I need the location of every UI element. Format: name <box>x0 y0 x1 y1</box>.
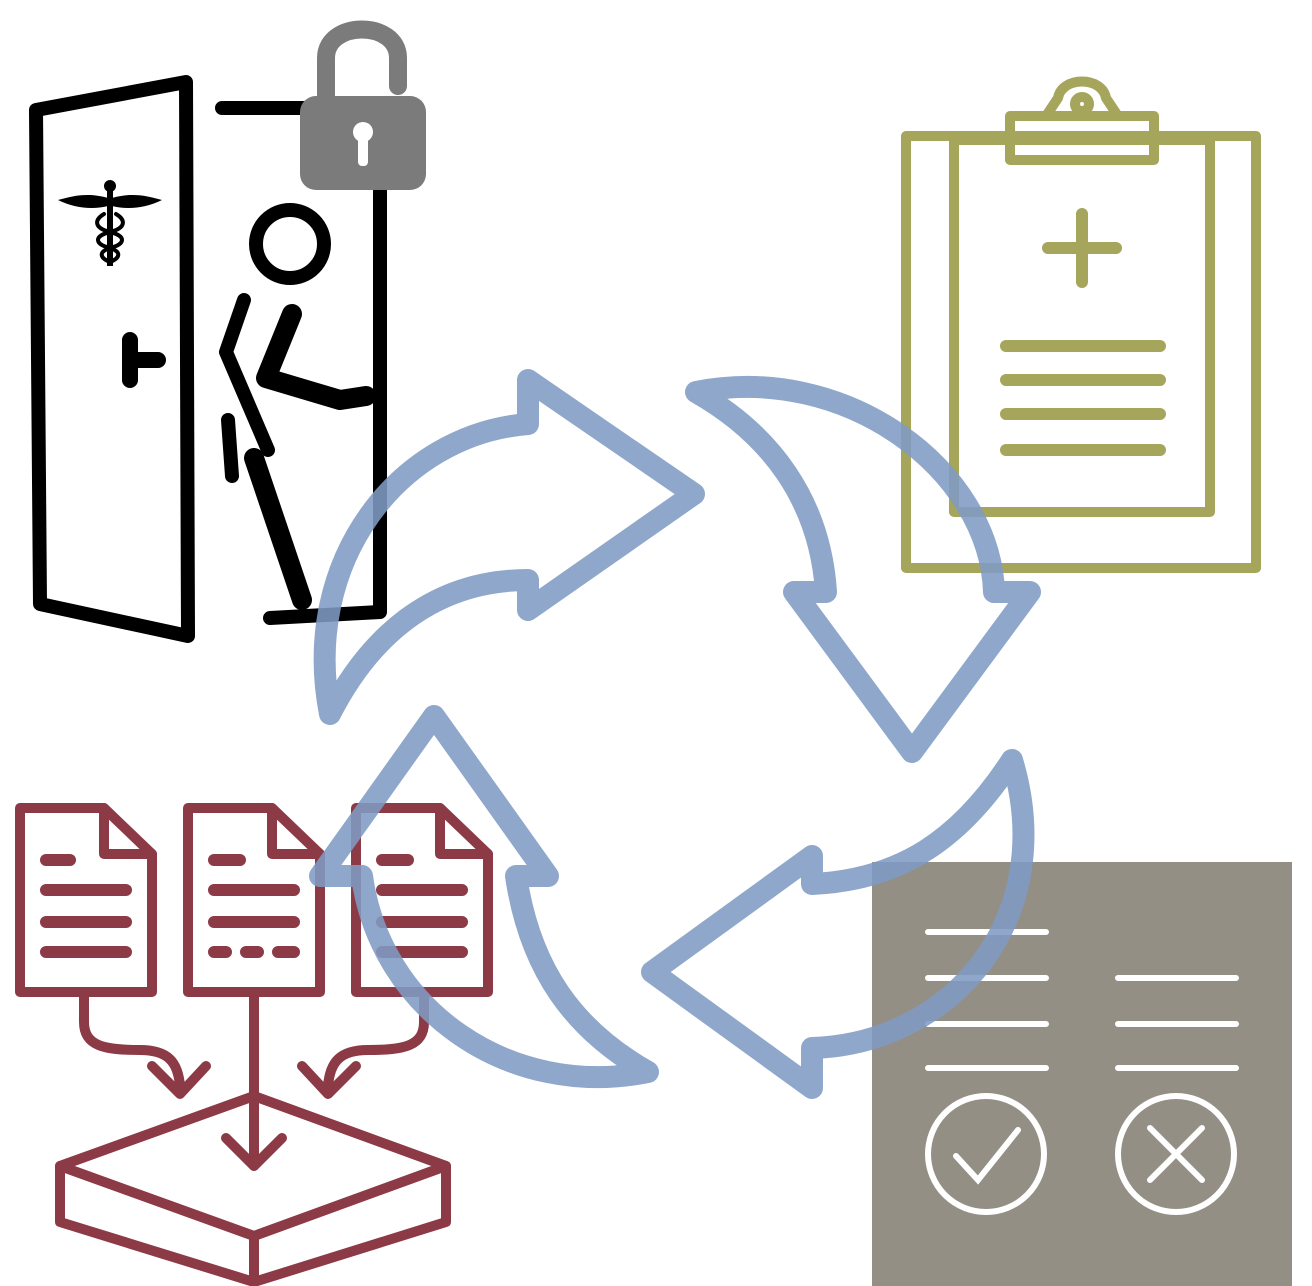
circular-refresh-arrows-icon <box>309 369 1041 1099</box>
cycle-arrow-top <box>313 369 705 725</box>
caduceus-icon <box>58 180 162 266</box>
medical-clipboard-icon <box>901 76 1261 573</box>
cycle-arrow-left <box>309 705 659 1088</box>
approve-check-icon <box>925 1093 1047 1215</box>
approve-reject-form-icon <box>872 862 1292 1286</box>
documents-into-box-icon <box>15 803 493 1286</box>
open-padlock-icon <box>300 20 426 190</box>
cycle-arrow-right <box>685 376 1041 763</box>
cycle-arrow-bottom <box>641 749 1035 1099</box>
reject-x-icon <box>1115 1093 1237 1215</box>
